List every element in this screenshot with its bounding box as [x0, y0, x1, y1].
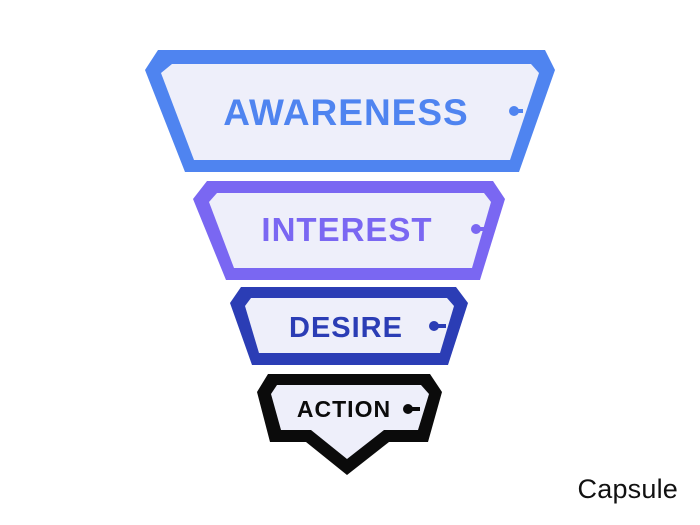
capsule-logo: Capsule — [577, 474, 678, 504]
action-inner-shape — [271, 385, 429, 459]
action-label: ACTION — [297, 396, 391, 422]
funnel-stage-action: ACTION — [257, 374, 442, 475]
funnel-stage-awareness: AWARENESS — [145, 50, 555, 172]
interest-label: INTEREST — [261, 211, 432, 248]
action-connector-dot — [403, 404, 413, 414]
interest-connector-dot — [471, 224, 481, 234]
awareness-inner-shape — [161, 64, 539, 160]
awareness-label: AWARENESS — [223, 92, 468, 133]
funnel-stage-interest: INTEREST — [193, 181, 505, 280]
desire-inner-shape — [245, 298, 454, 353]
awareness-connector-dot — [509, 106, 519, 116]
desire-connector-dot — [429, 321, 439, 331]
funnel-stage-desire: DESIRE — [230, 287, 468, 365]
interest-inner-shape — [209, 193, 491, 268]
desire-label: DESIRE — [289, 312, 403, 344]
